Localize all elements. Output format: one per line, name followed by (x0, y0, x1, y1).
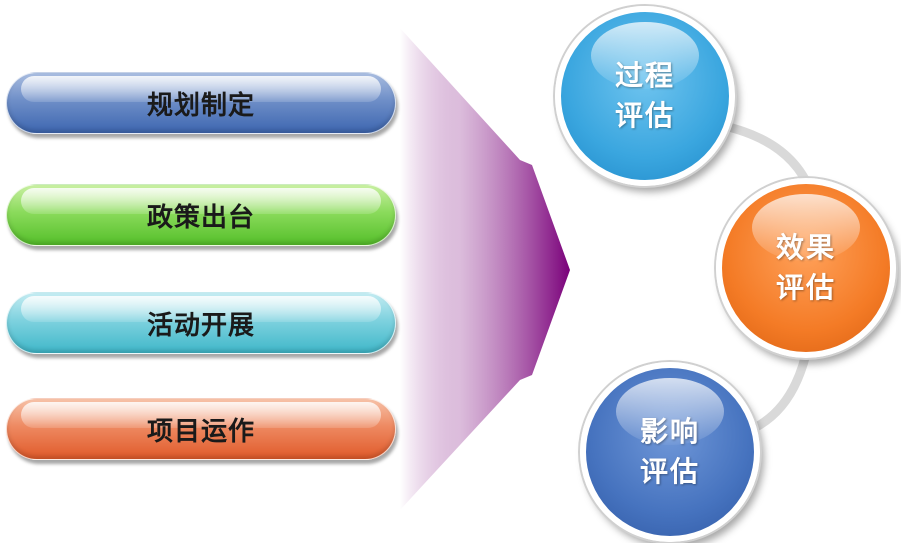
pill-activity-label: 活动开展 (146, 310, 255, 341)
pill-planning-label: 规划制定 (146, 90, 255, 121)
circle-impact-line1: 影响 (639, 415, 700, 448)
arrow-shape (400, 28, 570, 510)
pill-policy: 政策出台 (6, 184, 396, 246)
circle-process-line1: 过程 (614, 59, 675, 92)
circle-impact-evaluation: 影响 评估 (580, 362, 760, 542)
circle-process-line2: 评估 (614, 99, 675, 132)
pill-project: 项目运作 (6, 398, 396, 460)
circle-effect-line1: 效果 (775, 231, 836, 264)
circle-process-evaluation: 过程 评估 (555, 6, 735, 186)
pill-planning: 规划制定 (6, 72, 396, 134)
pill-activity: 活动开展 (6, 292, 396, 354)
connector-arc-bottom (745, 340, 813, 435)
circle-effect-evaluation: 效果 评估 (716, 178, 896, 358)
circle-impact-line2: 评估 (639, 455, 700, 488)
pill-policy-label: 政策出台 (146, 202, 255, 233)
circle-effect-line2: 评估 (775, 271, 836, 304)
pill-project-label: 项目运作 (146, 416, 255, 447)
